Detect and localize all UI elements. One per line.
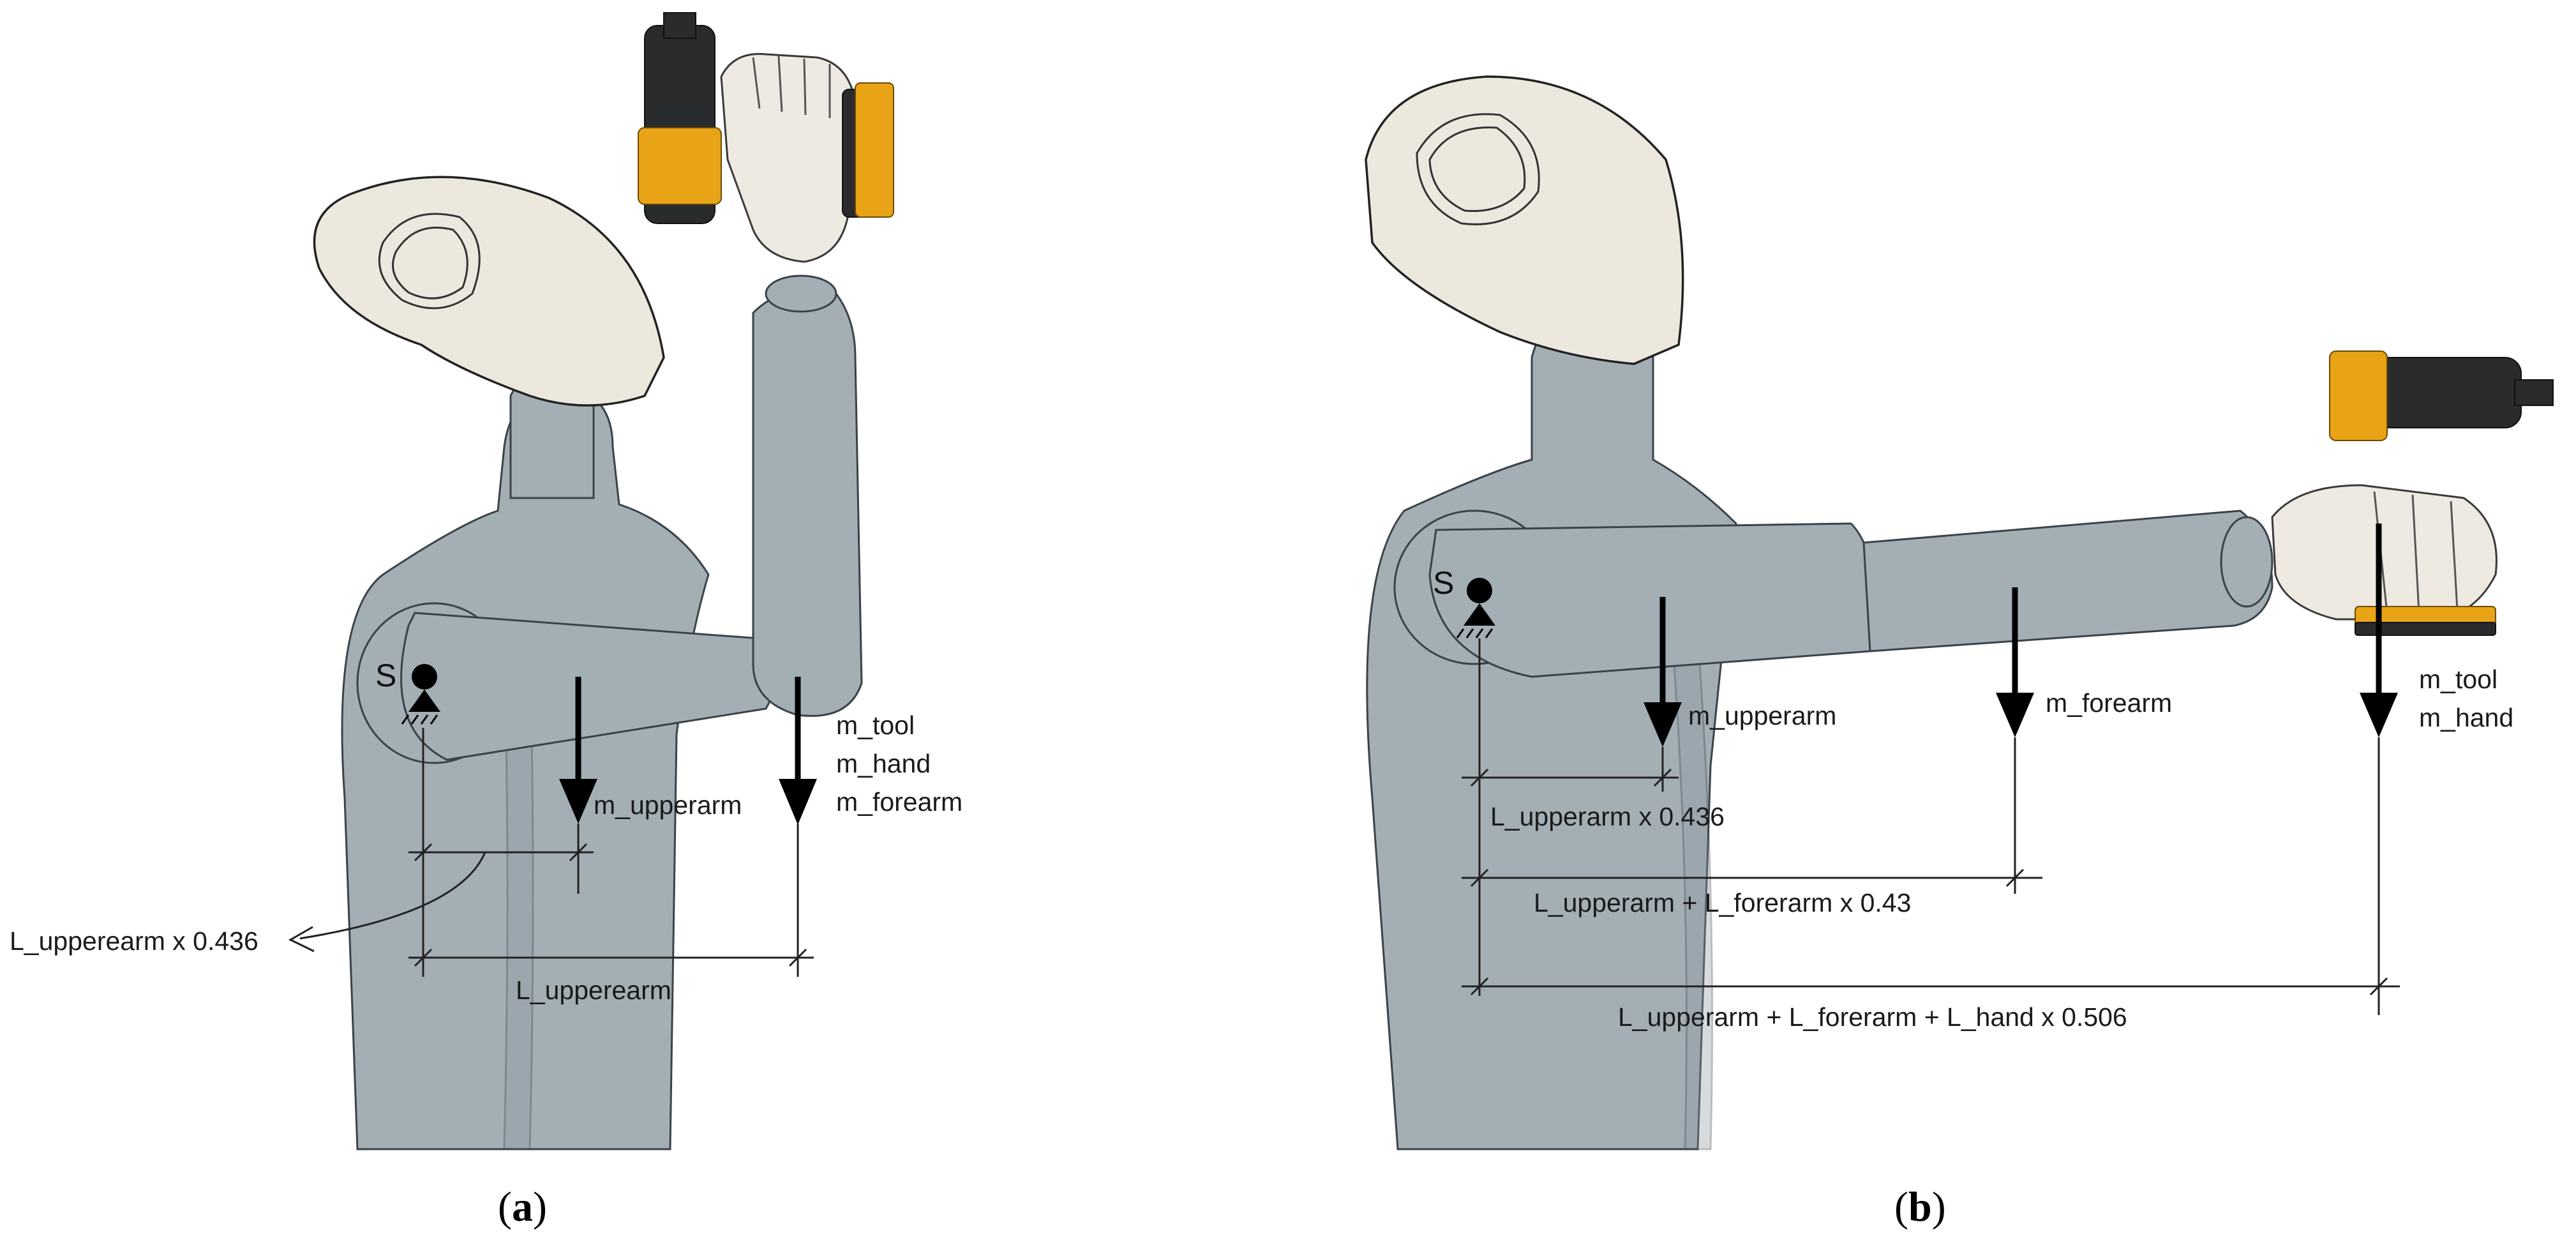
upperarm-com-length-label-a: L_upperearm x 0.436 [10,926,258,956]
shoulder-pivot-b: S [1433,565,1495,638]
force-arrow-upperarm-b [1644,597,1682,747]
panel-a: S m_upperarm m_tool m_hand m_forearm [10,12,962,1230]
tool-mass-label-a: m_tool [836,711,915,740]
force-arrow-forearm-a [779,677,817,825]
dimension-lines-b [1462,638,2400,1015]
forearm-mass-label-b: m_forearm [2046,688,2172,718]
upperarm-mass-label-b: m_upperarm [1688,701,1836,730]
caption-b: (b) [1894,1184,1946,1230]
shoulder-pivot-a: S [375,658,440,725]
drill-icon-b [2329,350,2554,636]
forearm-mass-label-a: m_forearm [836,787,962,817]
force-arrow-hand-b [2360,524,2398,737]
drill-icon-a [638,12,894,224]
upperarm-com-length-label-b: L_upperarm x 0.436 [1490,802,1725,831]
force-arrow-forearm-b [1996,587,2034,737]
dimension-lines-a [288,728,814,977]
tool-mass-label-b: m_tool [2419,665,2497,694]
shoulder-label-a: S [375,658,396,693]
mannequin-b [1365,75,2554,1150]
panel-b: S m_upperarm m_forearm m_tool m_hand [1365,75,2554,1230]
hand-mass-label-b: m_hand [2419,703,2513,732]
forearm-com-length-label-b: L_upperarm + L_forerarm x 0.43 [1534,888,1911,917]
upperarm-length-label-a: L_upperearm [516,976,671,1005]
shoulder-label-b: S [1433,565,1454,601]
caption-a: (a) [498,1184,547,1230]
hand-com-length-label-b: L_upperarm + L_forerarm + L_hand x 0.506 [1618,1002,2127,1032]
hand-mass-label-a: m_hand [836,749,931,778]
force-arrow-upperarm-a [559,677,597,824]
upperarm-mass-label-a: m_upperarm [594,790,742,820]
